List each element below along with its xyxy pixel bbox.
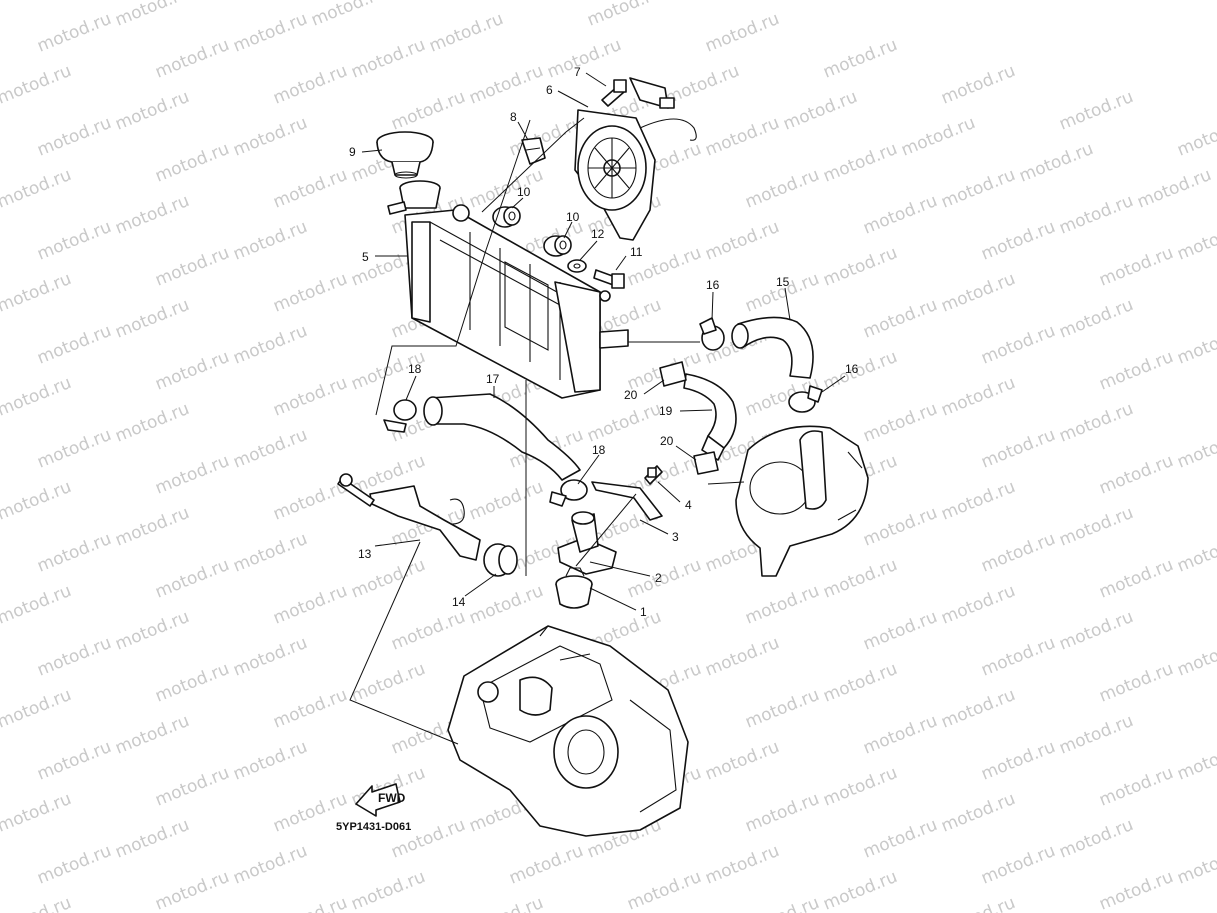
hose-clamp-20-lower[interactable] (693, 451, 719, 475)
fan-connector[interactable] (629, 77, 675, 109)
hose-15[interactable] (731, 316, 814, 379)
callout-17: 17 (486, 372, 500, 386)
leader-lines (361, 72, 846, 611)
callout-1: 1 (640, 605, 647, 619)
callout-5: 5 (362, 250, 369, 264)
callout-10-lower: 10 (566, 210, 580, 224)
hose-clamp-16-lower[interactable] (788, 385, 823, 413)
hose-clamp-18-upper[interactable] (383, 399, 417, 433)
filler-neck (387, 180, 441, 215)
hose-17[interactable] (423, 393, 581, 481)
callout-2: 2 (655, 571, 662, 585)
radiator[interactable] (404, 204, 629, 399)
fwd-label: FWD (378, 791, 406, 805)
water-pump (735, 425, 869, 577)
callout-16-lower: 16 (845, 362, 859, 376)
callout-8: 8 (510, 110, 517, 124)
callout-10-upper: 10 (517, 185, 531, 199)
grommet-10-upper[interactable] (492, 206, 521, 228)
hose-clamp-18-lower[interactable] (549, 479, 588, 507)
callout-4: 4 (685, 498, 692, 512)
thermostat[interactable] (555, 567, 593, 609)
hose-19[interactable] (683, 373, 737, 461)
callout-19: 19 (659, 404, 673, 418)
callout-14: 14 (452, 595, 466, 609)
diagram-code: 5YP1431-D061 (336, 821, 411, 833)
hose-clamp-16-upper[interactable] (699, 317, 725, 351)
thermostat-cover[interactable] (557, 511, 617, 575)
callout-18-upper: 18 (408, 362, 422, 376)
fwd-arrow-icon: FWD (355, 783, 406, 817)
callout-3: 3 (672, 530, 679, 544)
bracket-3[interactable] (591, 481, 663, 521)
washer-12[interactable] (567, 259, 587, 273)
callout-20-upper: 20 (624, 388, 638, 402)
cylinder-head (447, 625, 689, 837)
callout-9: 9 (349, 145, 356, 159)
callout-11: 11 (630, 245, 643, 259)
callout-13: 13 (358, 547, 372, 561)
bolt-11[interactable] (593, 269, 625, 289)
grommet-10-lower[interactable] (543, 235, 572, 257)
radiator-cap[interactable] (376, 131, 434, 179)
bracket-13[interactable] (369, 485, 481, 561)
callout-15: 15 (776, 275, 790, 289)
callout-7: 7 (574, 65, 581, 79)
grommet-14[interactable] (483, 543, 518, 577)
callout-labels: 1 2 3 4 5 6 7 8 9 10 10 11 12 13 14 15 1… (349, 65, 859, 619)
bolt-13[interactable] (337, 473, 375, 507)
assembly-guide-lines (349, 117, 745, 745)
bolt-7[interactable] (601, 79, 627, 107)
callout-6: 6 (546, 83, 553, 97)
callout-18-lower: 18 (592, 443, 606, 457)
clip-8[interactable] (521, 137, 546, 165)
callout-16-upper: 16 (706, 278, 720, 292)
callout-12: 12 (591, 227, 605, 241)
fan-motor[interactable] (574, 109, 697, 241)
bolt-4[interactable] (644, 465, 663, 485)
hose-clamp-20-upper[interactable] (659, 361, 687, 387)
callout-20-lower: 20 (660, 434, 674, 448)
